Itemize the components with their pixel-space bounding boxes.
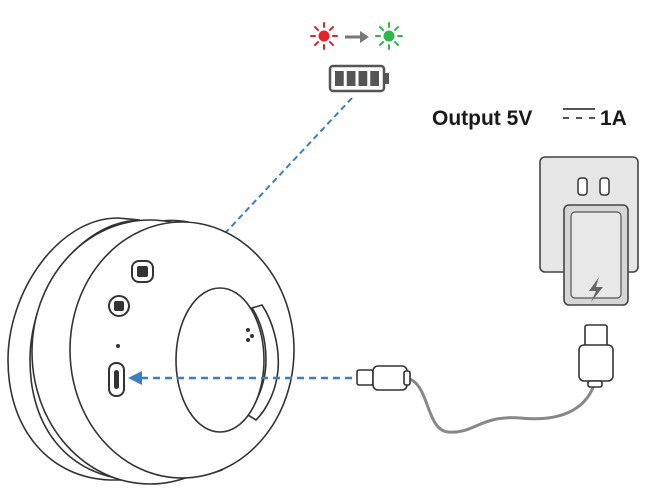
output-current-text: 1A: [600, 107, 627, 130]
battery-bar: [370, 71, 379, 86]
charge-port-arrow: [128, 371, 352, 385]
battery-bar: [346, 71, 356, 86]
output-rating-label: Output 5V 1A: [432, 107, 627, 130]
usb-a-plug: [578, 324, 614, 388]
usb-cable: [356, 324, 614, 434]
battery-icon: [328, 64, 389, 93]
transition-arrow-icon: [345, 31, 369, 43]
battery-bar: [358, 71, 368, 86]
led-green-icon: [375, 22, 403, 50]
power-button-icon[interactable]: [108, 295, 130, 317]
lightning-icon: [589, 277, 603, 302]
led-indicator-dot: [116, 344, 120, 348]
output-voltage-text: Output 5V: [432, 107, 532, 130]
headphone-earcup: [7, 217, 295, 485]
usb-c-port-icon[interactable]: [108, 362, 125, 397]
anc-button-icon[interactable]: [131, 260, 154, 283]
led-red-icon: [310, 22, 338, 50]
usb-c-plug: [356, 365, 411, 391]
battery-bar: [335, 71, 344, 86]
dc-voltage-symbol: [563, 108, 595, 119]
touch-sensor-icon: [246, 328, 254, 342]
charger-adapter: [563, 204, 629, 306]
